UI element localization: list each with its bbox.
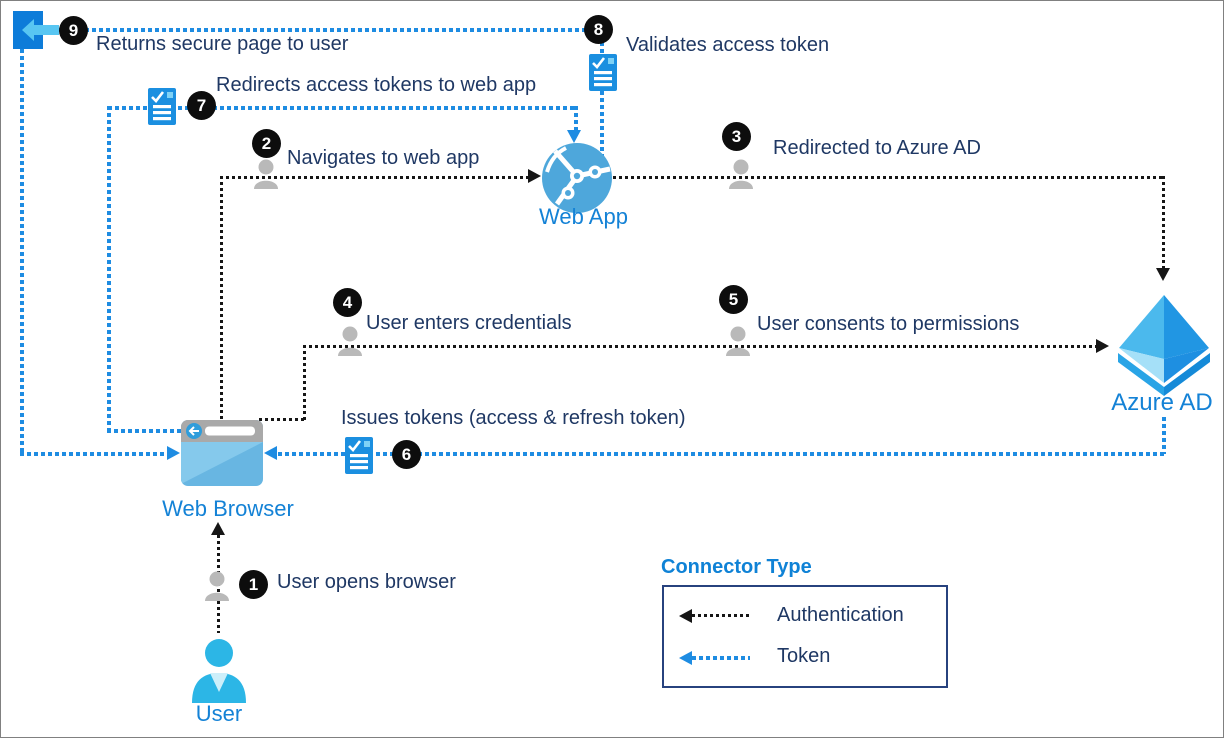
return-arrow-icon xyxy=(13,11,59,49)
connector-token-return-horiz xyxy=(20,452,166,456)
legend-token-connector-sample xyxy=(692,656,750,660)
arrowhead-into-web-app xyxy=(567,130,581,143)
connector-token-redirect-horiz xyxy=(108,106,578,110)
step-label-9: Returns secure page to user xyxy=(96,33,349,55)
legend-title: Connector Type xyxy=(661,556,812,578)
arrowhead-into-browser-right xyxy=(264,446,277,460)
step-label-7: Redirects access tokens to web app xyxy=(216,74,537,96)
connector-auth-navigate-vert xyxy=(220,176,223,421)
arrowhead-into-browser-left xyxy=(167,446,180,460)
step-badge-2: 2 xyxy=(252,129,281,158)
step-badge-1: 1 xyxy=(239,570,268,599)
step-label-8: Validates access token xyxy=(626,34,830,56)
arrowhead-into-web-app-left xyxy=(528,169,541,183)
person-icon xyxy=(726,326,750,356)
connector-token-issue-vert xyxy=(1162,417,1166,454)
arrowhead-into-azure-ad-top xyxy=(1156,268,1170,281)
step-label-5: User consents to permissions xyxy=(757,313,1020,335)
legend-auth-label: Authentication xyxy=(777,604,904,626)
connector-auth-redirect-horiz xyxy=(613,176,1164,179)
connector-token-issue-horiz xyxy=(278,452,1164,456)
step-label-6: Issues tokens (access & refresh token) xyxy=(341,407,686,429)
person-icon xyxy=(338,326,362,356)
step-badge-9: 9 xyxy=(59,16,88,45)
connector-token-return-top xyxy=(57,28,603,32)
step-label-1: User opens browser xyxy=(277,571,456,593)
azure-ad-diamond-icon xyxy=(1118,295,1210,396)
connector-token-redirect-from-browser xyxy=(107,429,183,433)
connector-auth-credentials-vert xyxy=(303,345,306,420)
step-badge-6: 6 xyxy=(392,440,421,469)
connector-token-validate-vert xyxy=(600,28,604,169)
legend-token-label: Token xyxy=(777,645,831,667)
connector-token-redirect-drop xyxy=(574,106,578,131)
web-browser-label: Web Browser xyxy=(162,496,294,521)
azure-ad-label: Azure AD xyxy=(1111,389,1213,416)
globe-network-icon xyxy=(542,143,612,213)
step-badge-7: 7 xyxy=(187,91,216,120)
legend-token-arrowhead xyxy=(679,651,692,665)
step-label-3: Redirected to Azure AD xyxy=(773,137,981,159)
person-icon xyxy=(729,159,753,189)
step-label-4: User enters credentials xyxy=(366,312,572,334)
connector-auth-redirect-vert xyxy=(1162,176,1165,269)
arrowhead-into-azure-ad-left xyxy=(1096,339,1109,353)
person-icon xyxy=(254,159,278,189)
legend-auth-arrowhead xyxy=(679,609,692,623)
step-label-2: Navigates to web app xyxy=(287,147,480,169)
user-person-icon xyxy=(192,639,246,703)
connector-auth-credentials-horiz xyxy=(303,345,1097,348)
connector-token-redirect-vert xyxy=(107,106,111,431)
token-document-icon xyxy=(589,54,617,91)
token-document-icon xyxy=(148,88,176,125)
connector-auth-navigate-horiz xyxy=(220,176,528,179)
legend-box xyxy=(662,585,948,688)
legend-auth-connector-sample xyxy=(692,614,750,617)
step-badge-8: 8 xyxy=(584,15,613,44)
step-badge-3: 3 xyxy=(722,122,751,151)
browser-window-icon xyxy=(181,420,263,486)
token-document-icon xyxy=(345,437,373,474)
step-badge-5: 5 xyxy=(719,285,748,314)
connector-token-return-vert xyxy=(20,49,24,455)
step-badge-4: 4 xyxy=(333,288,362,317)
person-icon xyxy=(205,571,229,601)
arrowhead-into-browser-bottom xyxy=(211,522,225,535)
user-label: User xyxy=(195,701,243,726)
web-app-label: Web App xyxy=(539,204,628,229)
connector-auth-credentials-start xyxy=(259,418,306,421)
